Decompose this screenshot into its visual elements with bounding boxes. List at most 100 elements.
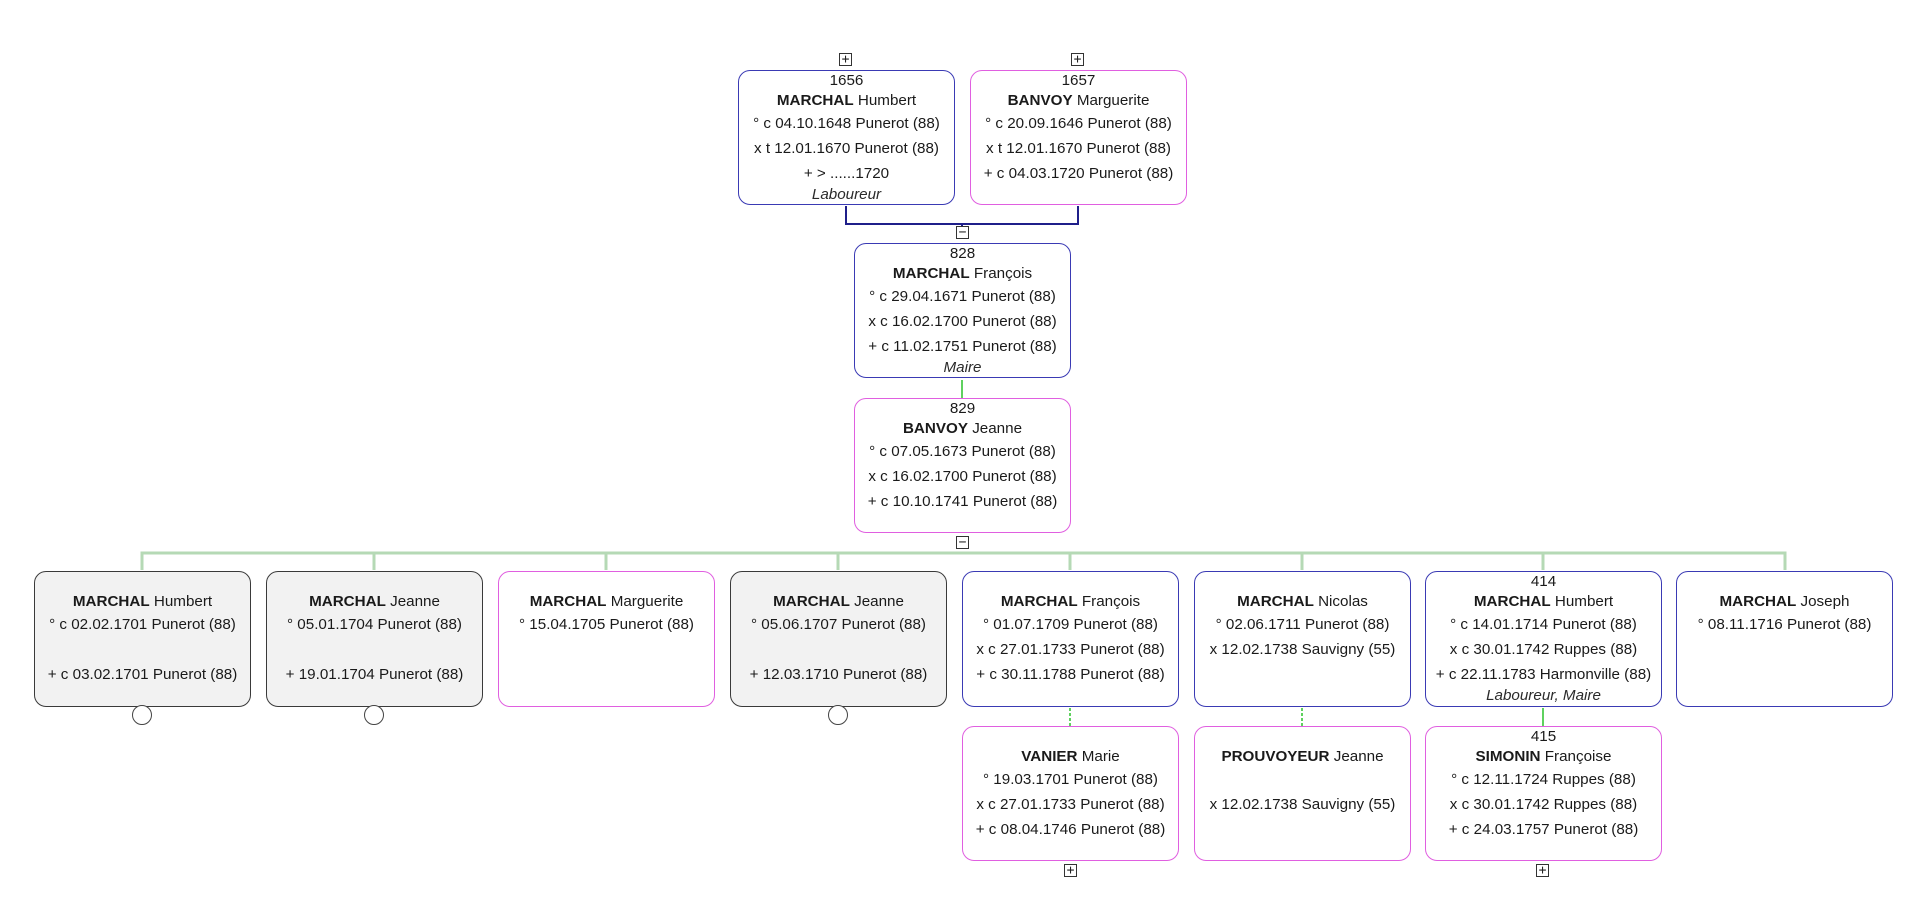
death-line: + c 22.11.1783 Harmonville (88) bbox=[1435, 666, 1652, 683]
surname: MARCHAL bbox=[1000, 593, 1078, 610]
death-line: + c 24.03.1757 Punerot (88) bbox=[1448, 821, 1639, 838]
given-name: Joseph bbox=[1800, 593, 1850, 610]
sosa-number bbox=[963, 572, 1178, 592]
expand-ancestors-button[interactable]: + bbox=[839, 53, 852, 66]
given-name: Jeanne bbox=[972, 420, 1023, 437]
birth-line: ° c 04.10.1648 Punerot (88) bbox=[753, 115, 940, 132]
marriage-line: x c 16.02.1700 Punerot (88) bbox=[868, 313, 1057, 330]
child-card[interactable]: MARCHAL Marguerite ° 15.04.1705 Punerot … bbox=[498, 571, 715, 707]
expand-descendants-button[interactable]: + bbox=[1536, 864, 1549, 877]
death-line: + > ......1720 bbox=[803, 165, 890, 182]
parents-link bbox=[845, 206, 1079, 225]
given-name: Marie bbox=[1081, 748, 1120, 765]
person-card-1656[interactable]: 1656 MARCHAL Humbert ° c 04.10.1648 Pune… bbox=[738, 70, 955, 205]
person-card-828[interactable]: 828 MARCHAL François ° c 29.04.1671 Pune… bbox=[854, 243, 1071, 378]
given-name: Françoise bbox=[1544, 748, 1612, 765]
marriage-line bbox=[267, 637, 482, 662]
birth-line bbox=[1195, 767, 1410, 792]
children-bar bbox=[140, 551, 1787, 570]
birth-line: ° c 12.11.1724 Ruppes (88) bbox=[1451, 771, 1636, 788]
given-name: Humbert bbox=[153, 593, 213, 610]
surname: MARCHAL bbox=[773, 593, 850, 610]
child-card[interactable]: MARCHAL Jeanne ° 05.06.1707 Punerot (88)… bbox=[730, 571, 947, 707]
sosa-number bbox=[731, 572, 946, 592]
birth-line: ° c 14.01.1714 Punerot (88) bbox=[1450, 616, 1637, 633]
death-line: + c 11.02.1751 Punerot (88) bbox=[868, 338, 1057, 355]
surname: BANVOY bbox=[902, 420, 968, 437]
collapse-ancestors-button[interactable]: − bbox=[956, 226, 969, 239]
marriage-line: x c 27.01.1733 Punerot (88) bbox=[976, 796, 1165, 813]
death-line: + c 30.11.1788 Punerot (88) bbox=[976, 666, 1165, 683]
marriage-line bbox=[35, 637, 250, 662]
death-line: + c 04.03.1720 Punerot (88) bbox=[983, 165, 1174, 182]
marriage-line: x c 16.02.1700 Punerot (88) bbox=[868, 468, 1057, 485]
person-name: MARCHAL François bbox=[963, 592, 1178, 612]
spouse-card[interactable]: VANIER Marie ° 19.03.1701 Punerot (88) x… bbox=[962, 726, 1179, 861]
surname: MARCHAL bbox=[776, 92, 854, 109]
person-name: MARCHAL Humbert bbox=[1426, 592, 1661, 612]
sosa-number bbox=[267, 572, 482, 592]
death-line: + c 03.02.1701 Punerot (88) bbox=[47, 666, 238, 683]
marriage-line bbox=[731, 637, 946, 662]
sosa-number: 1656 bbox=[829, 72, 864, 89]
expand-descendants-button[interactable]: + bbox=[1064, 864, 1077, 877]
no-descendants-icon[interactable] bbox=[132, 705, 152, 725]
child-card[interactable]: MARCHAL Humbert ° c 02.02.1701 Punerot (… bbox=[34, 571, 251, 707]
given-name: François bbox=[1081, 593, 1141, 610]
person-name: MARCHAL François bbox=[855, 264, 1070, 284]
no-descendants-icon[interactable] bbox=[364, 705, 384, 725]
spouse-card[interactable]: PROUVOYEUR Jeanne x 12.02.1738 Sauvigny … bbox=[1194, 726, 1411, 861]
person-name: BANVOY Jeanne bbox=[855, 419, 1070, 439]
surname: MARCHAL bbox=[892, 265, 970, 282]
birth-line: ° 05.01.1704 Punerot (88) bbox=[287, 616, 462, 633]
spouse-card-415[interactable]: 415 SIMONIN Françoise ° c 12.11.1724 Rup… bbox=[1425, 726, 1662, 861]
marriage-line: x 12.02.1738 Sauvigny (55) bbox=[1209, 641, 1396, 658]
birth-line: ° 08.11.1716 Punerot (88) bbox=[1697, 616, 1872, 633]
death-line: + 19.01.1704 Punerot (88) bbox=[285, 666, 464, 683]
child-card[interactable]: MARCHAL François ° 01.07.1709 Punerot (8… bbox=[962, 571, 1179, 707]
sosa-number bbox=[1195, 572, 1410, 592]
no-descendants-icon[interactable] bbox=[828, 705, 848, 725]
marriage-line: x c 30.01.1742 Ruppes (88) bbox=[1449, 641, 1638, 658]
sosa-number: 1657 bbox=[1061, 72, 1096, 89]
surname: VANIER bbox=[1021, 748, 1078, 765]
person-name: MARCHAL Humbert bbox=[35, 592, 250, 612]
given-name: Jeanne bbox=[1333, 748, 1384, 765]
birth-line: ° 02.06.1711 Punerot (88) bbox=[1215, 616, 1390, 633]
given-name: François bbox=[973, 265, 1033, 282]
birth-line: ° 01.07.1709 Punerot (88) bbox=[983, 616, 1158, 633]
person-card-1657[interactable]: 1657 BANVOY Marguerite ° c 20.09.1646 Pu… bbox=[970, 70, 1187, 205]
child-card[interactable]: MARCHAL Joseph ° 08.11.1716 Punerot (88) bbox=[1676, 571, 1893, 707]
marriage-line: x t 12.01.1670 Punerot (88) bbox=[986, 140, 1171, 157]
person-name: MARCHAL Marguerite bbox=[499, 592, 714, 612]
death-line: + c 10.10.1741 Punerot (88) bbox=[867, 493, 1058, 510]
person-name: MARCHAL Humbert bbox=[739, 91, 954, 111]
person-name: MARCHAL Nicolas bbox=[1195, 592, 1410, 612]
death-line: + c 08.04.1746 Punerot (88) bbox=[975, 821, 1166, 838]
marriage-line: x t 12.01.1670 Punerot (88) bbox=[754, 140, 939, 157]
birth-line: ° 05.06.1707 Punerot (88) bbox=[751, 616, 926, 633]
collapse-children-button[interactable]: − bbox=[956, 536, 969, 549]
child-card[interactable]: MARCHAL Nicolas ° 02.06.1711 Punerot (88… bbox=[1194, 571, 1411, 707]
person-card-829[interactable]: 829 BANVOY Jeanne ° c 07.05.1673 Punerot… bbox=[854, 398, 1071, 533]
sosa-number: 828 bbox=[949, 245, 976, 262]
child-card-414[interactable]: 414 MARCHAL Humbert ° c 14.01.1714 Puner… bbox=[1425, 571, 1662, 707]
marriage-line: x c 27.01.1733 Punerot (88) bbox=[976, 641, 1165, 658]
person-name: MARCHAL Jeanne bbox=[731, 592, 946, 612]
birth-line: ° 19.03.1701 Punerot (88) bbox=[983, 771, 1158, 788]
occupation: Maire bbox=[943, 359, 982, 376]
sosa-number: 414 bbox=[1530, 573, 1557, 590]
child-card[interactable]: MARCHAL Jeanne ° 05.01.1704 Punerot (88)… bbox=[266, 571, 483, 707]
sosa-number bbox=[35, 572, 250, 592]
given-name: Nicolas bbox=[1318, 593, 1368, 610]
sosa-number bbox=[1677, 572, 1892, 592]
person-name: SIMONIN Françoise bbox=[1426, 747, 1661, 767]
person-name: PROUVOYEUR Jeanne bbox=[1195, 747, 1410, 767]
expand-ancestors-button[interactable]: + bbox=[1071, 53, 1084, 66]
given-name: Humbert bbox=[857, 92, 917, 109]
surname: MARCHAL bbox=[1473, 593, 1551, 610]
given-name: Jeanne bbox=[854, 593, 904, 610]
birth-line: ° c 29.04.1671 Punerot (88) bbox=[869, 288, 1056, 305]
birth-line: ° c 02.02.1701 Punerot (88) bbox=[49, 616, 236, 633]
